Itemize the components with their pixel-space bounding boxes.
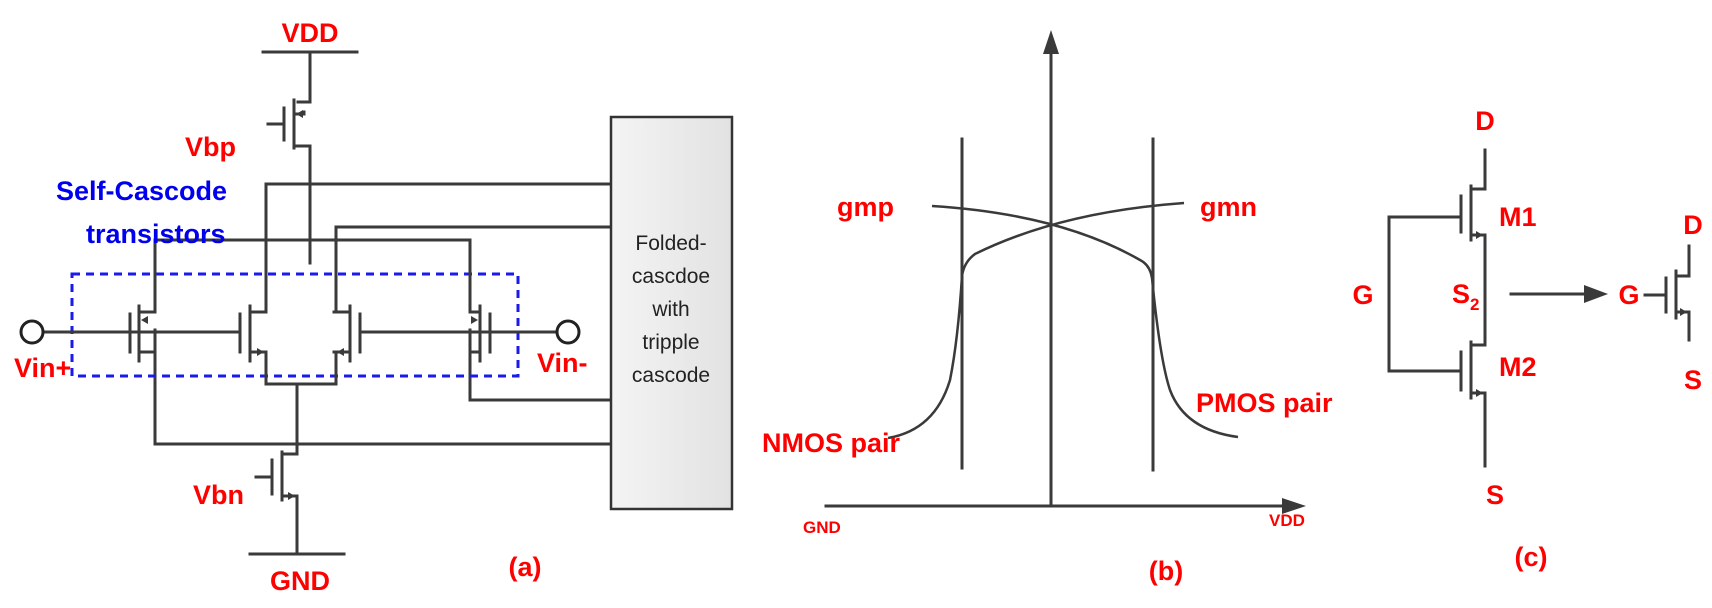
panel-a: VDD Vbp Self-Cascode transistors Vin+ Vi… xyxy=(14,18,734,596)
y-axis-arrowhead xyxy=(1043,30,1059,54)
caption-b: (b) xyxy=(1149,556,1183,586)
source-label: S xyxy=(1486,480,1504,510)
self-cascode-transistor-right-inner xyxy=(332,261,362,386)
block-line-4: tripple xyxy=(642,331,699,354)
panel-c: D M1 G S2 M2 S D G S (c) xyxy=(1352,106,1702,572)
block-line-1: Folded- xyxy=(635,232,706,255)
pmos-bias-transistor xyxy=(266,98,312,160)
m1-label: M1 xyxy=(1499,202,1537,232)
gate-label: G xyxy=(1352,280,1373,310)
block-line-3: with xyxy=(651,298,689,321)
drain-label: D xyxy=(1475,106,1495,136)
self-cascode-transistor-right-outer xyxy=(468,268,492,363)
s2-label-base: S xyxy=(1452,279,1470,309)
caption-c: (c) xyxy=(1515,542,1548,572)
block-connection-wires xyxy=(153,178,612,446)
vin-minus-terminal xyxy=(555,319,581,345)
vdd-rail xyxy=(261,50,359,104)
folded-cascode-block xyxy=(609,115,734,511)
vdd-label: VDD xyxy=(281,18,338,48)
block-line-5: cascode xyxy=(632,364,710,387)
x-axis-gnd-label: GND xyxy=(803,518,841,537)
self-cascode-transistor-left-outer xyxy=(128,261,157,363)
vin-plus-label: Vin+ xyxy=(14,353,71,383)
tail-node-wires xyxy=(264,382,338,456)
equivalence-arrow-head xyxy=(1584,285,1608,303)
block-line-2: cascdoe xyxy=(632,265,710,288)
panel-b: gmp gmn NMOS pair PMOS pair GND VDD (b) xyxy=(762,30,1333,586)
folded-cascode-block-text: Folded- cascdoe with tripple cascode xyxy=(632,232,710,387)
m2-label: M2 xyxy=(1499,352,1537,382)
self-cascode-label-line2: transistors xyxy=(86,219,226,249)
x-axis-vdd-label: VDD xyxy=(1269,511,1305,530)
gmp-curve xyxy=(931,204,1239,439)
vin-minus-label: Vin- xyxy=(537,348,588,378)
caption-a: (a) xyxy=(509,552,542,582)
nmos-pair-label: NMOS pair xyxy=(762,428,901,458)
self-cascode-transistor-left-inner xyxy=(238,261,268,386)
x-axis-arrowhead xyxy=(1282,498,1306,514)
vbn-label: Vbn xyxy=(193,480,244,510)
nmos-bias-transistor xyxy=(254,450,299,556)
vbp-label: Vbp xyxy=(185,132,236,162)
gmp-label: gmp xyxy=(837,192,894,222)
m2-transistor xyxy=(1459,340,1487,400)
equivalent-gate-label: G xyxy=(1618,280,1639,310)
equivalent-transistor xyxy=(1643,244,1691,342)
s2-label-subscript: 2 xyxy=(1470,295,1479,314)
gmn-curve xyxy=(887,201,1185,440)
m1-transistor xyxy=(1459,184,1487,242)
vin-plus-terminal xyxy=(19,319,45,345)
equivalent-drain-label: D xyxy=(1683,210,1703,240)
s2-label: S2 xyxy=(1452,279,1479,314)
gmn-label: gmn xyxy=(1200,192,1257,222)
shared-gate-wire xyxy=(1387,215,1463,373)
self-cascode-highlight-box xyxy=(70,272,520,378)
pmos-pair-label: PMOS pair xyxy=(1196,388,1333,418)
self-cascode-label-line1: Self-Cascode xyxy=(56,176,227,206)
equivalent-source-label: S xyxy=(1684,365,1702,395)
gnd-label: GND xyxy=(270,566,330,596)
